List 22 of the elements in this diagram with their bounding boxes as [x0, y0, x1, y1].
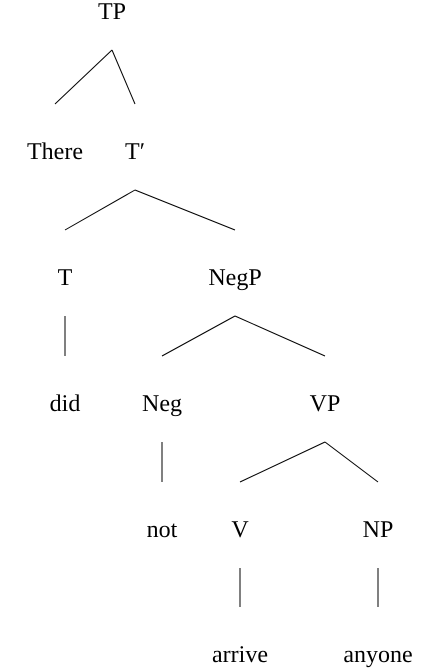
tree-branch	[64, 190, 136, 230]
tree-branch	[324, 442, 378, 482]
category-label: arrive	[212, 641, 268, 669]
category-label: Neg	[142, 390, 182, 418]
category-label: V	[231, 516, 249, 544]
category-label: T	[58, 264, 72, 292]
category-label: There	[27, 138, 83, 166]
tree-branch	[234, 316, 326, 356]
tree-branch	[162, 316, 236, 356]
category-label: not	[146, 516, 178, 544]
tree-branch	[134, 190, 236, 230]
category-label: NP	[362, 516, 394, 544]
tree-branch	[240, 442, 326, 482]
tree-branch	[64, 316, 66, 356]
tree-branch	[54, 50, 112, 104]
tree-branch	[112, 50, 136, 104]
category-label: did	[50, 390, 80, 418]
category-label: VP	[310, 390, 340, 418]
category-label: TP	[98, 0, 126, 26]
category-label: NegP	[208, 264, 262, 292]
category-label: T′	[125, 138, 145, 166]
category-label: anyone	[343, 641, 413, 669]
